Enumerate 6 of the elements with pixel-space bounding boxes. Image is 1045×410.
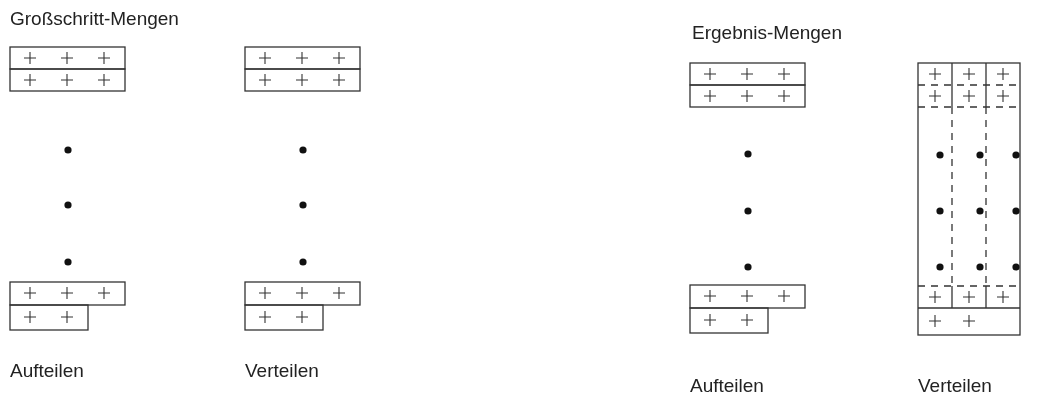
method-label: Aufteilen <box>10 360 84 383</box>
method-label: Aufteilen <box>690 375 764 398</box>
method-label: Verteilen <box>245 360 319 383</box>
set-heading: Ergebnis-Mengen <box>692 22 842 45</box>
method-label: Verteilen <box>918 375 992 398</box>
set-heading: Großschritt-Mengen <box>10 8 179 31</box>
